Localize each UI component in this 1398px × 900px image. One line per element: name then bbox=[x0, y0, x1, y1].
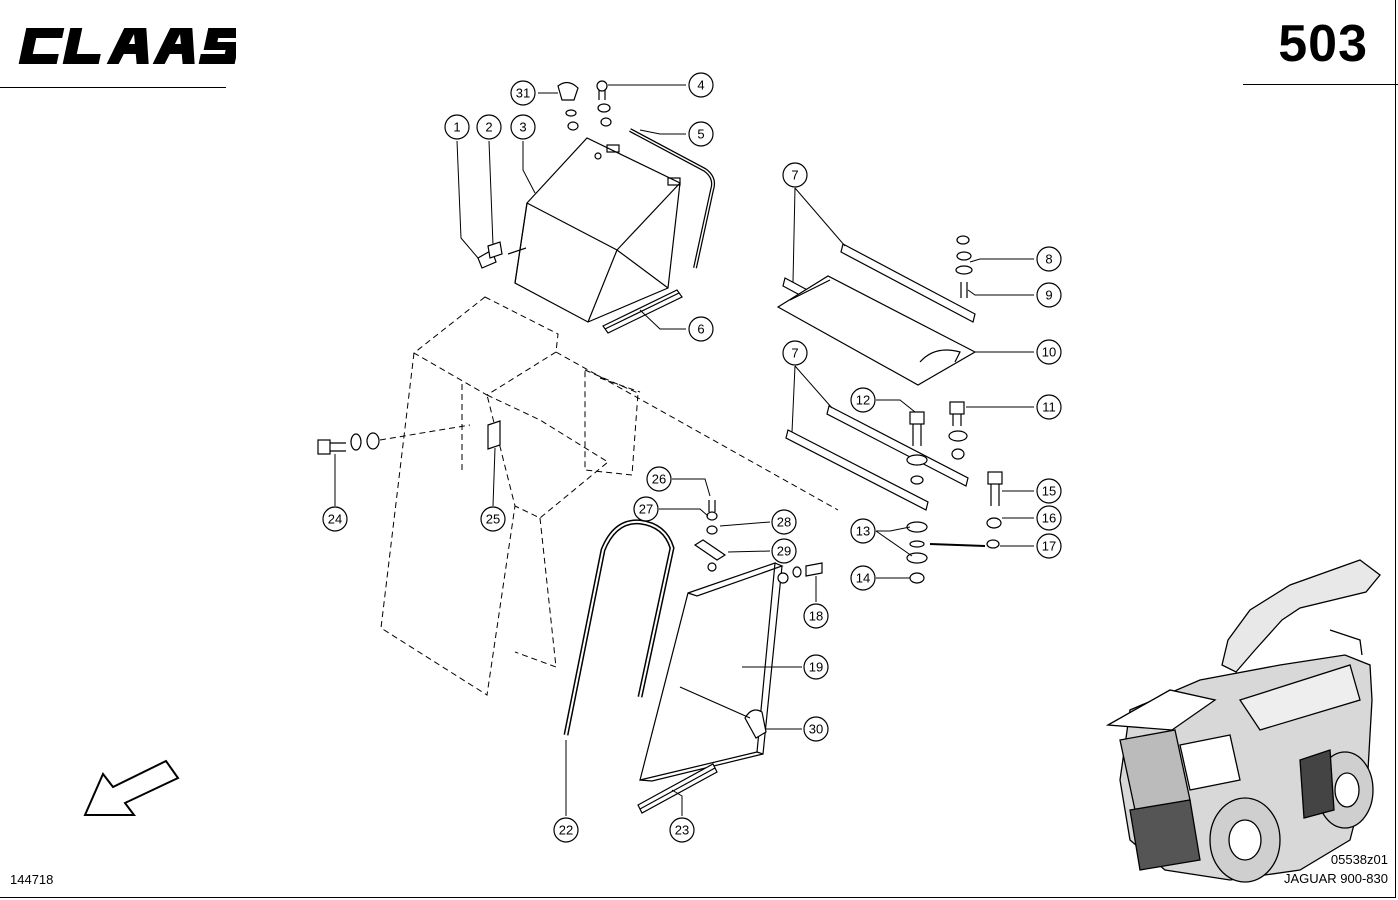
svg-text:14: 14 bbox=[856, 571, 870, 586]
callout-markers: 1 2 3 4 5 6 7 7 8 9 10 11 12 13 14 15 16… bbox=[322, 72, 1062, 843]
svg-text:7: 7 bbox=[791, 168, 798, 183]
callout-26: 26 bbox=[646, 466, 672, 492]
svg-text:4: 4 bbox=[697, 78, 704, 93]
callout-14: 14 bbox=[850, 565, 876, 591]
callout-28: 28 bbox=[771, 509, 797, 535]
svg-text:24: 24 bbox=[328, 512, 342, 527]
callout-9: 9 bbox=[1036, 282, 1062, 308]
svg-text:12: 12 bbox=[856, 393, 870, 408]
callout-6: 6 bbox=[688, 316, 714, 342]
cover-plate-10 bbox=[776, 275, 977, 386]
svg-text:19: 19 bbox=[809, 660, 823, 675]
model-name: JAGUAR 900-830 bbox=[1283, 871, 1388, 886]
callout-16: 16 bbox=[1036, 505, 1062, 531]
callout-2: 2 bbox=[476, 114, 502, 140]
svg-text:22: 22 bbox=[559, 823, 573, 838]
svg-text:13: 13 bbox=[856, 524, 870, 539]
svg-text:18: 18 bbox=[809, 609, 823, 624]
strip-7-mid-upper bbox=[826, 405, 969, 487]
svg-text:8: 8 bbox=[1045, 252, 1052, 267]
callout-23: 23 bbox=[669, 817, 695, 843]
strip-7-mid-lower bbox=[785, 429, 929, 511]
svg-text:23: 23 bbox=[675, 823, 689, 838]
svg-text:1: 1 bbox=[453, 120, 460, 135]
svg-text:9: 9 bbox=[1045, 288, 1052, 303]
callout-7-lower: 7 bbox=[782, 340, 808, 366]
header-rule-right bbox=[1243, 84, 1398, 85]
svg-text:31: 31 bbox=[516, 86, 530, 101]
housing-outline bbox=[379, 296, 839, 696]
svg-text:2: 2 bbox=[485, 120, 492, 135]
strip-7-upper bbox=[840, 243, 976, 323]
callout-27: 27 bbox=[633, 496, 659, 522]
callout-24: 24 bbox=[322, 506, 348, 532]
callout-25: 25 bbox=[480, 506, 506, 532]
svg-text:17: 17 bbox=[1042, 539, 1056, 554]
callout-12: 12 bbox=[850, 387, 876, 413]
page-number: 503 bbox=[1278, 15, 1368, 73]
callout-10: 10 bbox=[1036, 339, 1062, 365]
drawing-code: 05538z01 bbox=[1330, 852, 1388, 867]
forage-harvester-icon bbox=[1105, 559, 1381, 883]
svg-text:28: 28 bbox=[777, 515, 791, 530]
callout-30: 30 bbox=[803, 716, 829, 742]
leader-lines bbox=[334, 84, 1034, 816]
svg-text:29: 29 bbox=[777, 544, 791, 559]
svg-text:11: 11 bbox=[1042, 400, 1056, 415]
door-seal bbox=[563, 519, 675, 736]
callout-13: 13 bbox=[850, 518, 876, 544]
callout-11: 11 bbox=[1036, 394, 1062, 420]
callout-15: 15 bbox=[1036, 478, 1062, 504]
svg-text:27: 27 bbox=[639, 502, 653, 517]
callout-29: 29 bbox=[771, 538, 797, 564]
svg-text:7: 7 bbox=[791, 346, 798, 361]
callout-17: 17 bbox=[1036, 533, 1062, 559]
callout-3: 3 bbox=[510, 114, 536, 140]
drawing-info: 05538z01 JAGUAR 900-830 bbox=[1284, 850, 1388, 888]
header-rule-left bbox=[0, 87, 226, 88]
svg-text:25: 25 bbox=[486, 512, 500, 527]
callout-5: 5 bbox=[688, 121, 714, 147]
callout-22: 22 bbox=[553, 817, 579, 843]
svg-text:3: 3 bbox=[519, 120, 526, 135]
diagram-reference: 144718 bbox=[10, 872, 54, 887]
callout-19: 19 bbox=[803, 654, 829, 680]
svg-text:5: 5 bbox=[697, 127, 704, 142]
svg-text:26: 26 bbox=[652, 472, 666, 487]
storage-box bbox=[514, 137, 681, 323]
arrow-icon bbox=[83, 759, 180, 816]
callout-7-upper: 7 bbox=[782, 162, 808, 188]
callout-8: 8 bbox=[1036, 246, 1062, 272]
callout-18: 18 bbox=[803, 603, 829, 629]
callout-31: 31 bbox=[510, 80, 536, 106]
svg-text:6: 6 bbox=[697, 322, 704, 337]
callout-4: 4 bbox=[688, 72, 714, 98]
svg-text:30: 30 bbox=[809, 722, 823, 737]
svg-text:16: 16 bbox=[1042, 511, 1056, 526]
callout-1: 1 bbox=[444, 114, 470, 140]
svg-text:10: 10 bbox=[1042, 345, 1056, 360]
svg-text:15: 15 bbox=[1042, 484, 1056, 499]
brand-logo bbox=[18, 28, 236, 64]
